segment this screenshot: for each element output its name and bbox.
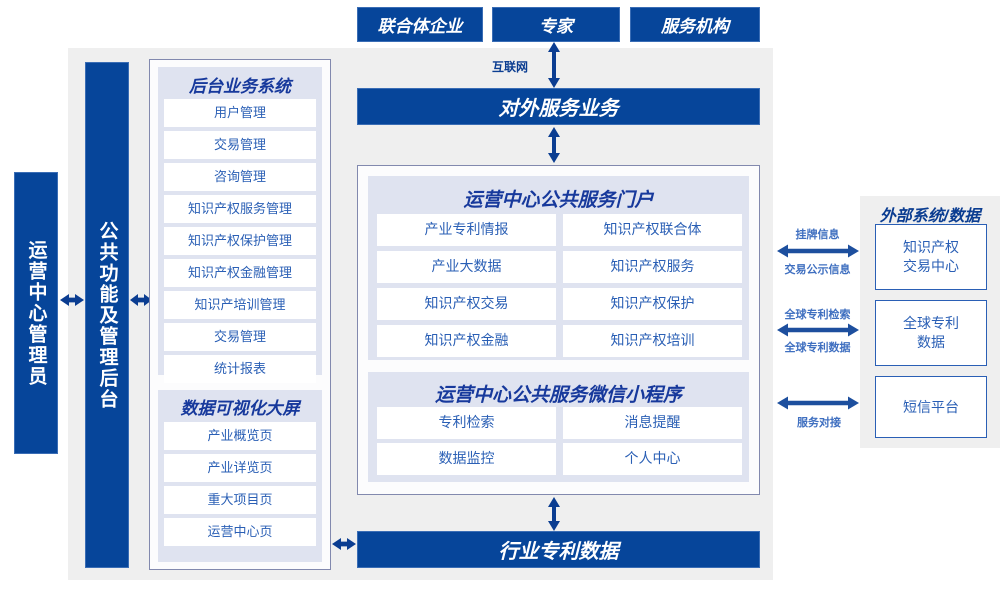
public-portal-item[interactable]: 知识产权服务: [563, 251, 742, 283]
item-label: 知识产权培训: [610, 332, 695, 349]
backend-system-item[interactable]: 知识产权保护管理: [164, 227, 316, 255]
external-system-box-0[interactable]: 知识产权 交易中心: [875, 224, 987, 290]
item-label: 专利检索: [438, 414, 495, 431]
item-label: 运营中心页: [207, 523, 273, 539]
external-connector-arrow-1: [777, 322, 859, 338]
data-visualization-item[interactable]: 产业详览页: [164, 454, 316, 482]
public-portal-item[interactable]: 知识产权金融: [377, 325, 556, 357]
data-visualization-item[interactable]: 产业概览页: [164, 422, 316, 450]
backend-system-title: 后台业务系统: [189, 77, 291, 96]
external-system-box-1[interactable]: 全球专利 数据: [875, 300, 987, 366]
external-connector-arrow-2: [777, 395, 859, 411]
external-connector-label-above-1: 全球专利检索: [784, 309, 851, 321]
item-label: 个人中心: [624, 450, 681, 467]
internet-label: 互联网: [492, 60, 529, 74]
top-actor-box-1: 专家: [492, 7, 620, 42]
item-label: 知识产权金融: [424, 332, 509, 349]
item-label: 产业概览页: [207, 427, 273, 443]
item-label: 知识产权金融管理: [187, 264, 292, 280]
wechat-miniprogram-item[interactable]: 个人中心: [563, 443, 742, 475]
top-actor-box-0: 联合体企业: [357, 7, 483, 42]
external-systems-title: 外部系统/数据: [879, 208, 981, 225]
portal-industrydata-arrow: [545, 497, 563, 531]
top-actor-box-2: 服务机构: [630, 7, 760, 42]
top-actor-label: 联合体企业: [377, 17, 463, 36]
item-label: 咨询管理: [213, 168, 266, 184]
external-connector-label-below-2: 服务对接: [797, 417, 841, 429]
public-portal-item[interactable]: 产业大数据: [377, 251, 556, 283]
backend-system-item[interactable]: 交易管理: [164, 323, 316, 351]
public-portal-item[interactable]: 知识产权培训: [563, 325, 742, 357]
public-portal-title: 运营中心公共服务门户: [463, 190, 654, 211]
left-bar-common-admin-backend: 公共功能及管理后台: [85, 62, 129, 568]
internet-arrow: [545, 42, 563, 88]
item-label: 用户管理: [213, 104, 266, 120]
external-connector-label-below-1: 全球专利数据: [784, 342, 851, 354]
item-label: 知识产权交易: [424, 295, 509, 312]
left-bar-label: 公共功能及管理后台: [96, 220, 118, 410]
external-system-label: 全球专利 数据: [903, 315, 959, 350]
public-portal-item[interactable]: 知识产权保护: [563, 288, 742, 320]
wechat-miniprogram-item[interactable]: 数据监控: [377, 443, 556, 475]
dataviz-industrydata-arrow: [332, 536, 356, 552]
backend-system-item[interactable]: 咨询管理: [164, 163, 316, 191]
backend-system-item[interactable]: 知识产权服务管理: [164, 195, 316, 223]
top-actor-label: 专家: [539, 17, 573, 36]
wechat-miniprogram-item[interactable]: 消息提醒: [563, 407, 742, 439]
backend-system-item[interactable]: 知识产培训管理: [164, 291, 316, 319]
backend-system-item[interactable]: 统计报表: [164, 355, 316, 383]
external-connector-arrow-0: [777, 243, 859, 259]
left-bar-label: 运营中心管理员: [25, 239, 47, 387]
external-system-label: 短信平台: [903, 398, 959, 415]
wechat-miniprogram-title: 运营中心公共服务微信小程序: [434, 385, 682, 406]
data-visualization-item[interactable]: 重大项目页: [164, 486, 316, 514]
left-bar-operations-admin: 运营中心管理员: [14, 172, 58, 454]
backend-system-item[interactable]: 用户管理: [164, 99, 316, 127]
data-visualization-title: 数据可视化大屏: [180, 399, 300, 418]
item-label: 知识产权保护: [610, 295, 695, 312]
data-visualization-item[interactable]: 运营中心页: [164, 518, 316, 546]
item-label: 重大项目页: [207, 491, 273, 507]
item-label: 统计报表: [213, 360, 266, 376]
backend-system-item[interactable]: 交易管理: [164, 131, 316, 159]
item-label: 知识产权保护管理: [187, 232, 292, 248]
item-label: 知识产权联合体: [603, 221, 702, 238]
item-label: 交易管理: [213, 136, 266, 152]
item-label: 产业专利情报: [424, 221, 509, 238]
top-actor-label: 服务机构: [661, 17, 729, 36]
public-portal-item[interactable]: 知识产权交易: [377, 288, 556, 320]
backend-system-item[interactable]: 知识产权金融管理: [164, 259, 316, 287]
wechat-miniprogram-item[interactable]: 专利检索: [377, 407, 556, 439]
external-connector-label-below-0: 交易公示信息: [784, 264, 851, 276]
external-connector-label-above-0: 挂牌信息: [795, 229, 840, 241]
backend-group-arrow: [130, 292, 152, 308]
public-portal-item[interactable]: 知识产权联合体: [563, 214, 742, 246]
item-label: 知识产权服务管理: [187, 200, 292, 216]
external-service-bar: 对外服务业务: [357, 88, 760, 125]
industry-patent-data-bar: 行业专利数据: [357, 531, 760, 568]
item-label: 产业详览页: [207, 459, 273, 475]
item-label: 数据监控: [438, 450, 495, 467]
item-label: 产业大数据: [431, 258, 502, 275]
item-label: 知识产权服务: [610, 258, 695, 275]
item-label: 交易管理: [213, 328, 266, 344]
item-label: 消息提醒: [624, 414, 681, 431]
external-service-label: 对外服务业务: [498, 98, 619, 120]
public-portal-item[interactable]: 产业专利情报: [377, 214, 556, 246]
service-portal-connector-arrow: [545, 127, 563, 163]
admin-backend-arrow: [60, 292, 84, 308]
industry-patent-data-label: 行业专利数据: [498, 541, 619, 563]
external-system-label: 知识产权 交易中心: [903, 239, 959, 274]
external-system-box-2[interactable]: 短信平台: [875, 376, 987, 438]
item-label: 知识产培训管理: [194, 296, 286, 312]
